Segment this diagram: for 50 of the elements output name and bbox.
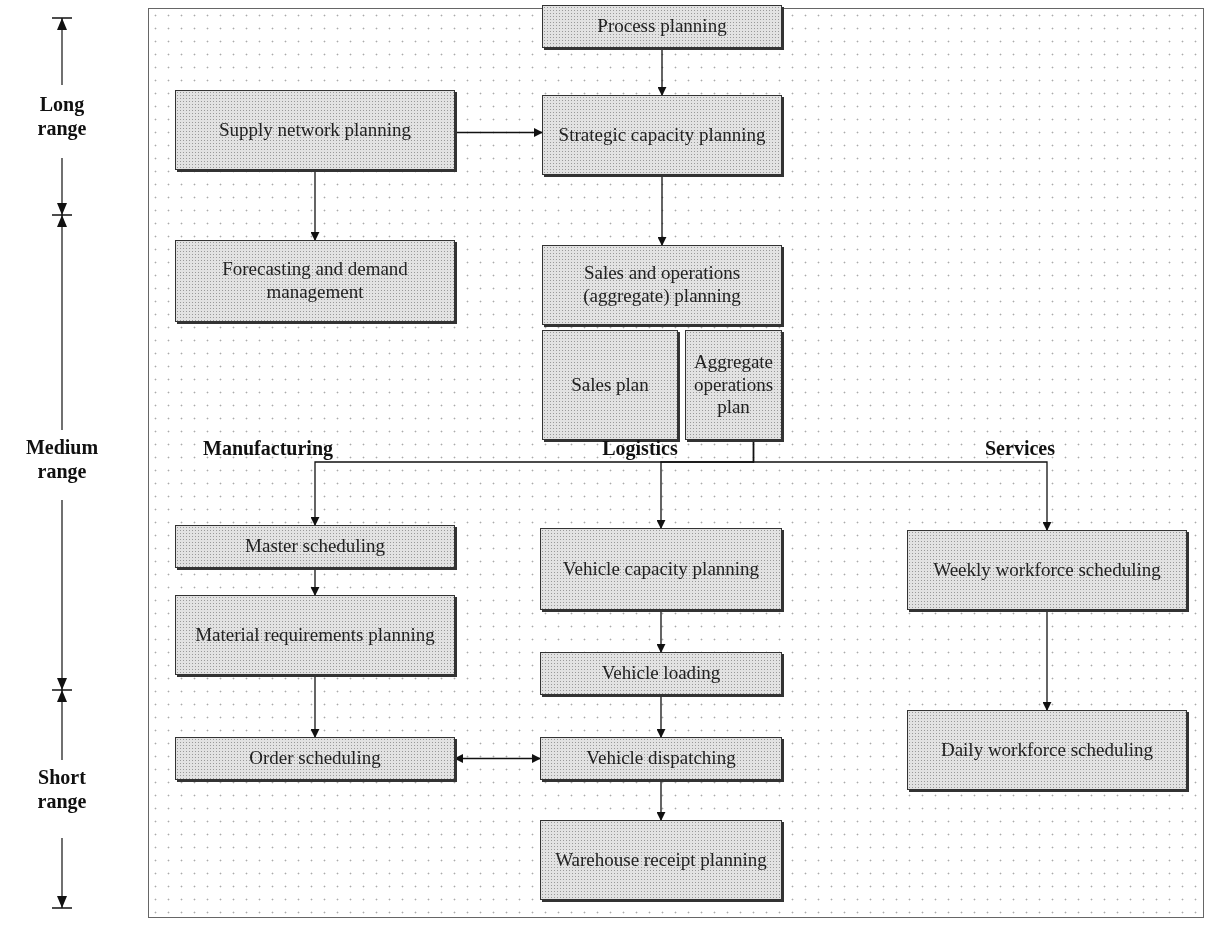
arrow	[310, 674, 320, 738]
process-box	[175, 525, 455, 568]
arrow	[752, 439, 1052, 531]
arrow	[657, 47, 667, 96]
box-text: Vehicle dispatching	[586, 747, 736, 770]
arrow	[310, 567, 320, 596]
arrow	[1042, 609, 1052, 711]
box-text: Material requirements planning	[195, 623, 435, 647]
process-box	[542, 95, 782, 175]
arrow	[656, 609, 666, 653]
process-box	[907, 530, 1187, 610]
box-text: Strategic capacity planning	[558, 123, 766, 147]
arrow	[656, 694, 666, 738]
process-box	[542, 245, 782, 325]
section-heading: Manufacturing	[202, 436, 334, 460]
box-text: Vehicle loading	[601, 662, 721, 685]
arrow	[656, 779, 666, 821]
arrow	[310, 169, 320, 241]
process-box	[540, 528, 782, 610]
box-text: Process planning	[597, 15, 727, 38]
section-heading: Services	[984, 436, 1056, 460]
process-box	[542, 330, 678, 440]
box-text: Forecasting and demand management	[221, 258, 409, 304]
box-text: Master scheduling	[245, 535, 385, 558]
process-box	[907, 710, 1187, 790]
section-heading: Logistics	[601, 436, 679, 460]
process-box	[175, 90, 455, 170]
box-text: Sales plan	[571, 373, 649, 397]
box-text: Aggregate operations plan	[692, 350, 775, 420]
process-box	[540, 652, 782, 695]
box-text: Vehicle capacity planning	[562, 557, 760, 581]
process-box	[175, 595, 455, 675]
process-box	[540, 737, 782, 780]
double-arrow	[454, 754, 541, 763]
range-label: Medium range	[24, 435, 100, 483]
box-text: Sales and operations (aggregate) planning	[582, 262, 742, 308]
box-text: Order scheduling	[249, 747, 381, 770]
range-label: Short range	[36, 765, 88, 813]
box-text: Warehouse receipt planning	[555, 848, 767, 872]
process-box	[542, 5, 782, 48]
range-label: Long range	[36, 92, 88, 140]
process-box	[175, 240, 455, 322]
box-text: Supply network planning	[218, 118, 412, 142]
process-box	[540, 820, 782, 900]
box-text: Weekly workforce scheduling	[933, 558, 1161, 582]
process-box	[685, 330, 782, 440]
process-box	[175, 737, 455, 780]
arrow	[454, 128, 543, 137]
arrow	[657, 174, 667, 246]
box-text: Daily workforce scheduling	[940, 738, 1154, 762]
